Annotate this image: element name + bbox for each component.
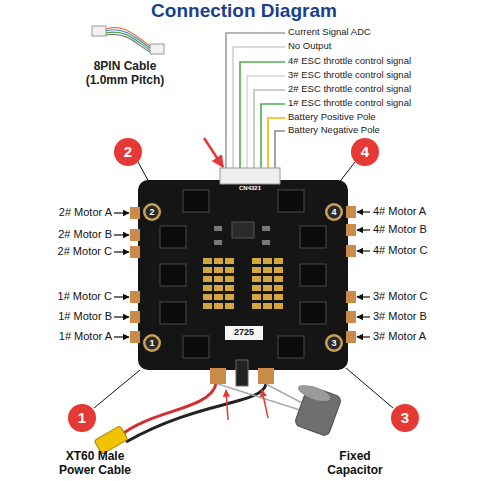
signal-name: 1# ESC throttle control signal (288, 98, 486, 109)
signal-name: Battery Negative Pole (288, 125, 486, 136)
signal-name: Battery Positive Pole (288, 112, 486, 123)
callout-number: 2 (114, 143, 142, 160)
callout-circles (68, 138, 419, 432)
callout-number: 4 (351, 143, 379, 160)
motor-label: 4# Motor C (373, 244, 485, 257)
silkscreen-text: 2725 (224, 327, 264, 337)
board-corner-number: 1 (145, 338, 159, 348)
part-name: XT60 Male Power Cable (50, 450, 140, 478)
motor-label: 3# Motor A (373, 330, 485, 343)
board-corner-number: 4 (327, 207, 341, 217)
callout-number: 1 (68, 409, 96, 426)
motor-label: 2# Motor A (14, 206, 112, 219)
esc-board (130, 168, 356, 386)
callout-leaders (94, 162, 393, 408)
cable-illustration (92, 26, 164, 54)
xt60-cable (94, 384, 266, 454)
pointer-arrow (204, 138, 223, 167)
part-name: Fixed Capacitor (310, 450, 400, 478)
capacitor-symbol (218, 382, 342, 437)
motor-label: 3# Motor B (373, 310, 485, 323)
signal-name: 2# ESC throttle control signal (288, 84, 486, 95)
part-name: 8PIN Cable (1.0mm Pitch) (75, 60, 175, 88)
signal-name: 4# ESC throttle control signal (288, 56, 486, 67)
motor-label: 3# Motor C (373, 290, 485, 303)
motor-label: 1# Motor A (14, 330, 112, 343)
silkscreen-text: CN4321 (228, 185, 272, 192)
diagram-title: Connection Diagram (0, 0, 488, 22)
signal-wires (226, 33, 285, 172)
motor-label: 4# Motor A (373, 205, 485, 218)
motor-label: 4# Motor B (373, 223, 485, 236)
board-corner-number: 2 (145, 207, 159, 217)
signal-name: No Output (288, 41, 486, 52)
signal-name: 3# ESC throttle control signal (288, 70, 486, 81)
motor-arrows (114, 212, 370, 337)
motor-label: 2# Motor C (14, 245, 112, 258)
motor-label: 1# Motor C (14, 290, 112, 303)
motor-label: 1# Motor B (14, 310, 112, 323)
callout-number: 3 (391, 409, 419, 426)
motor-label: 2# Motor B (14, 228, 112, 241)
signal-name: Current Signal ADC (288, 27, 486, 38)
board-corner-number: 3 (327, 338, 341, 348)
